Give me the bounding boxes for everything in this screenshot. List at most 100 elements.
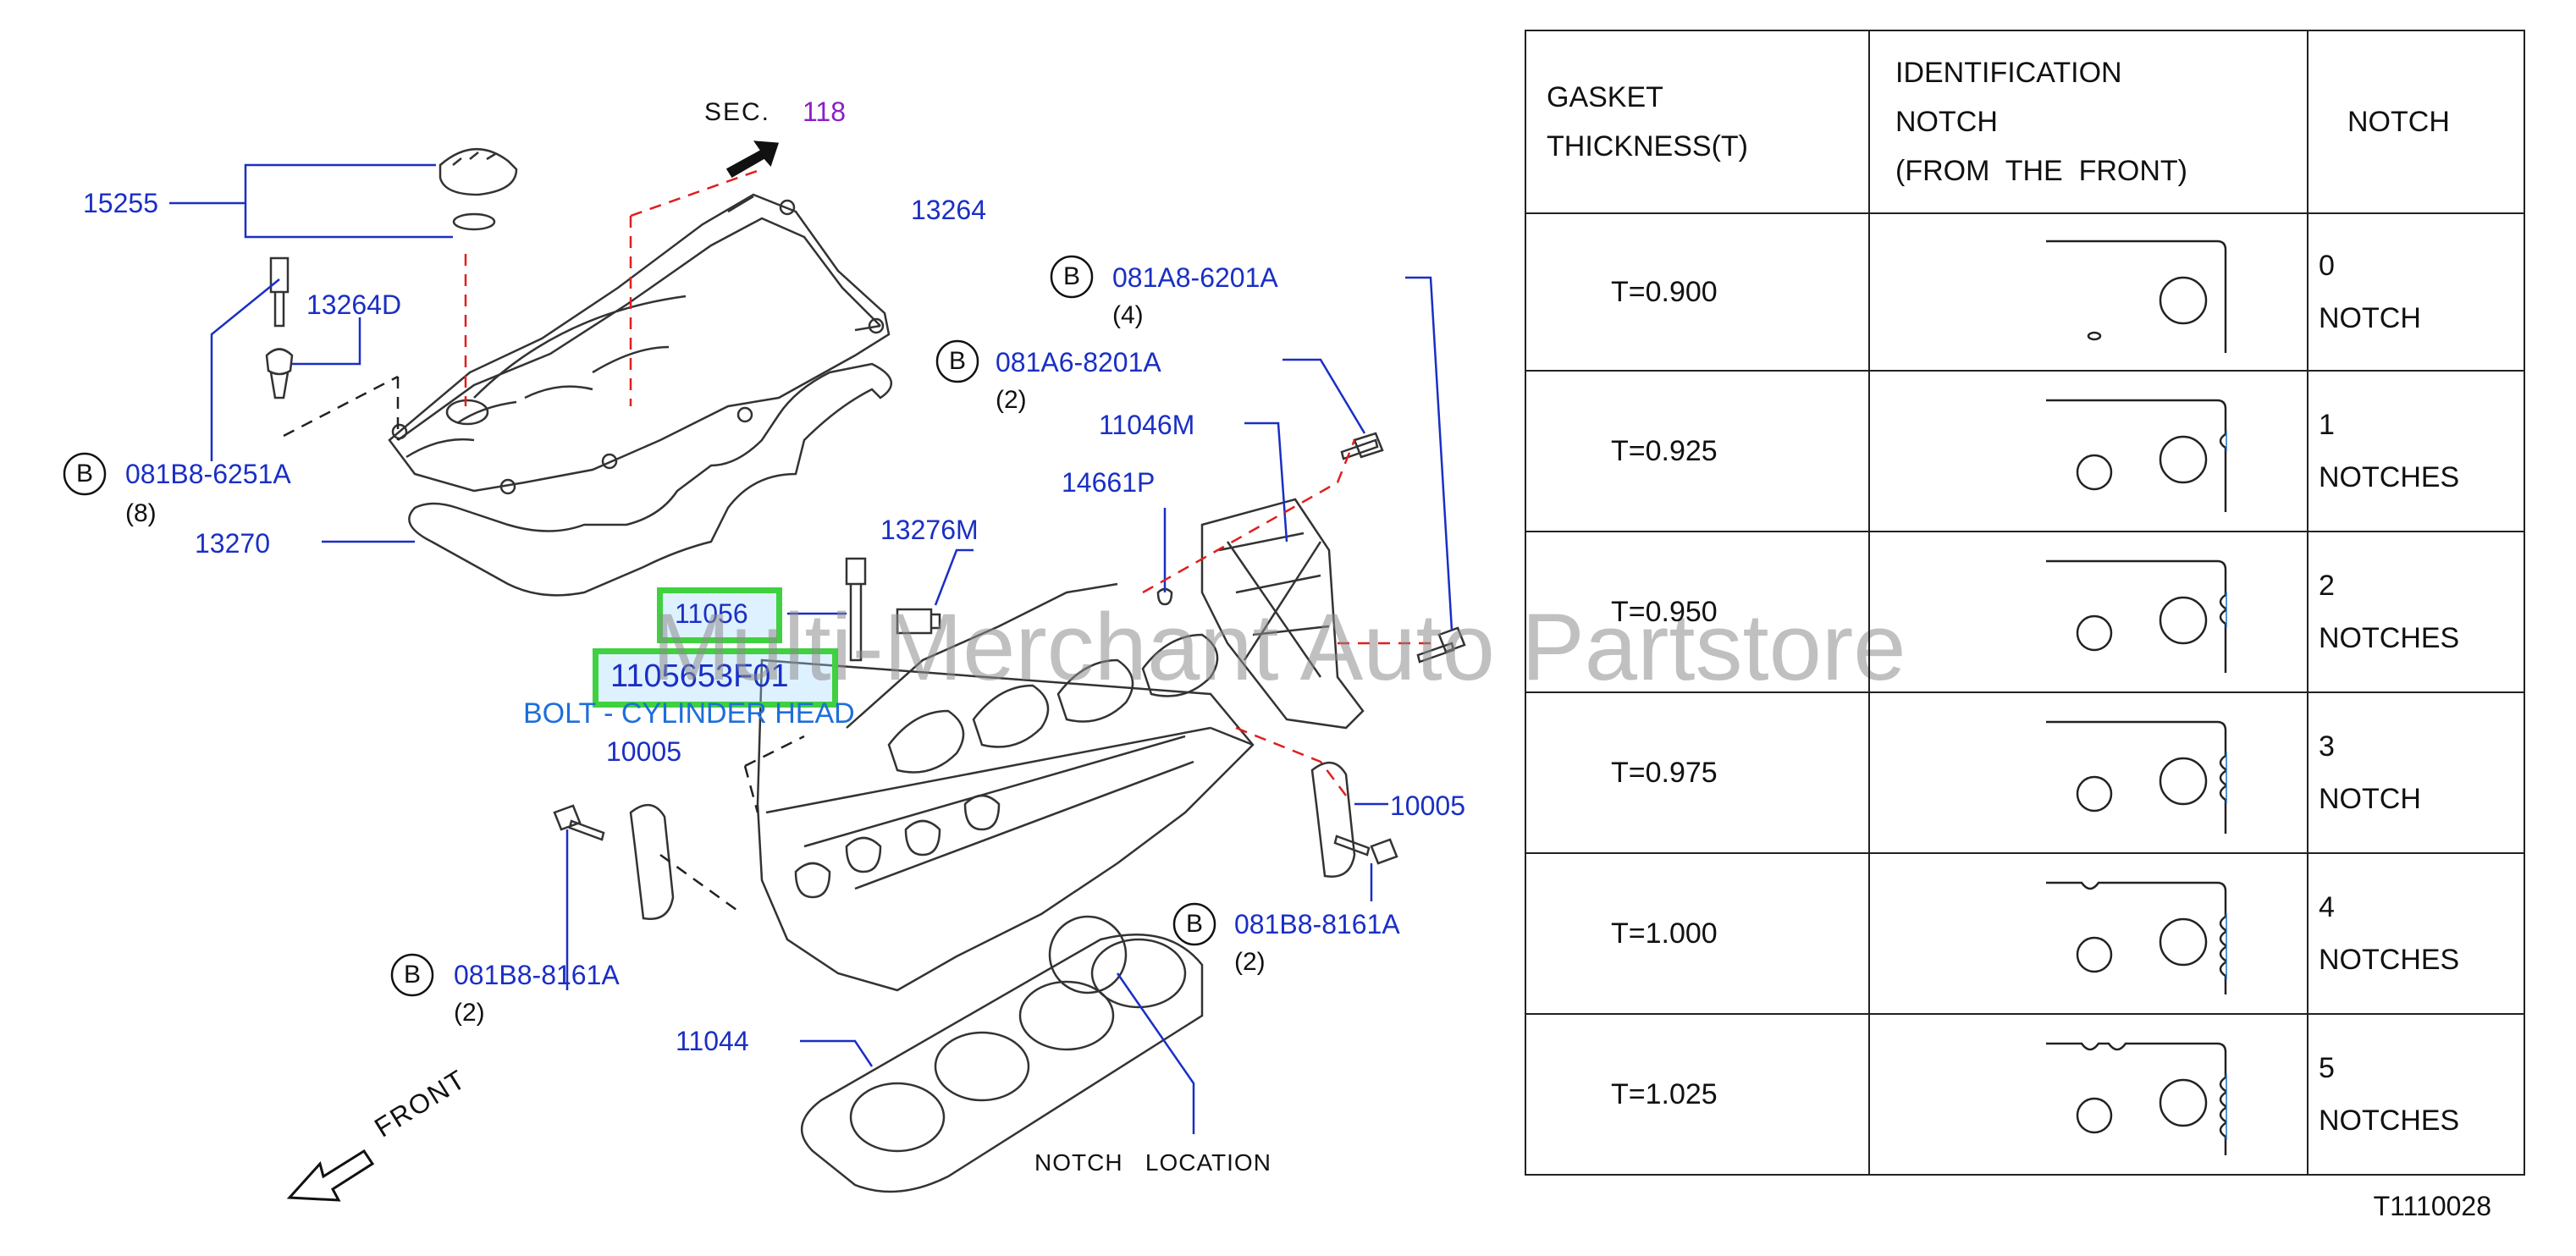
reference-code: T1110028 <box>2373 1191 2491 1221</box>
cylinder-bore <box>2159 757 2208 806</box>
gasket-thickness-cell: T=0.950 <box>1525 531 1870 693</box>
gasket-outline <box>2046 240 2227 353</box>
notch-count-text: 0 <box>2319 250 2335 282</box>
notch-identification-cell <box>1868 691 2308 854</box>
notch-count-text: NOTCHES <box>2319 1105 2460 1137</box>
notch-count-text: 2 <box>2319 570 2335 602</box>
b-marker: B <box>949 347 968 375</box>
notch-count-text: NOTCHES <box>2319 461 2460 493</box>
cylinder-bore <box>2159 435 2208 484</box>
notch-diagram-icon <box>2046 559 2227 673</box>
diagram-drawing <box>63 140 1466 1202</box>
header-identification-notch: IDENTIFICATION NOTCH (FROM THE FRONT) <box>1868 30 2308 214</box>
oil-hole <box>2076 454 2113 491</box>
cylinder-bore <box>2159 276 2208 325</box>
gasket-thickness-cell: T=0.900 <box>1525 212 1870 372</box>
gasket-thickness-cell: T=0.975 <box>1525 691 1870 854</box>
section-arrow-icon <box>725 140 780 179</box>
notch-count-text: 1 <box>2319 409 2335 441</box>
notch-count-text: NOTCH <box>2319 783 2421 815</box>
gasket-outline <box>2046 881 2227 994</box>
part-13264[interactable]: 13264 <box>911 195 986 225</box>
cylinder-head-drawing <box>756 582 1255 992</box>
notch-identification-cell <box>1868 531 2308 693</box>
part-10005-right[interactable]: 10005 <box>1390 791 1465 821</box>
gasket-outline <box>2046 559 2227 673</box>
cylinder-bore <box>2159 596 2208 645</box>
highlighted-part-number: 1105653F01 <box>610 658 789 694</box>
cylinder-bore <box>2159 1078 2208 1127</box>
header-text: (FROM THE FRONT) <box>1895 155 2187 187</box>
oil-hole <box>2076 614 2113 652</box>
gasket-thickness-cell: T=1.000 <box>1525 852 1870 1015</box>
qty-081a8-6201a: (4) <box>1112 301 1144 329</box>
rocker-cover-gasket-drawing <box>408 362 893 597</box>
header-text: NOTCH <box>1895 106 1998 138</box>
notch-diagram-icon <box>2046 1042 2227 1155</box>
oil-hole <box>2076 936 2113 973</box>
notch-count-text: NOTCH <box>2319 302 2421 334</box>
part-13264d[interactable]: 13264D <box>306 289 402 320</box>
part-14661p[interactable]: 14661P <box>1062 467 1156 498</box>
part-081a8-6201a[interactable]: 081A8-6201A <box>1112 262 1278 293</box>
part-081b8-6251a[interactable]: 081B8-6251A <box>125 459 291 489</box>
highlighted-part-description: BOLT - CYLINDER HEAD <box>523 697 855 730</box>
notch-count-text: NOTCHES <box>2319 944 2460 976</box>
part-10005-left[interactable]: 10005 <box>606 736 681 767</box>
header-notch: NOTCH <box>2307 30 2525 214</box>
notch-count-text: 5 <box>2319 1052 2335 1084</box>
notch-diagram-icon <box>2046 720 2227 834</box>
notch-diagram-icon <box>2046 399 2227 512</box>
part-11046m[interactable]: 11046M <box>1099 410 1195 440</box>
part-13270[interactable]: 13270 <box>195 528 270 559</box>
header-text: GASKET <box>1547 81 1663 113</box>
qty-081b8-8161a-right: (2) <box>1234 948 1266 976</box>
cylinder-bore <box>2159 917 2208 967</box>
notch-diagram-icon <box>2046 881 2227 994</box>
section-label: SEC. <box>704 98 771 126</box>
qty-081a6-8201a: (2) <box>996 386 1027 414</box>
b-marker: B <box>1186 910 1205 938</box>
part-11044[interactable]: 11044 <box>676 1026 749 1056</box>
oil-filler-cap-drawing <box>439 148 518 231</box>
exploded-parts-diagram: SEC. 118 B B B B B 15255 13264 13264D 08… <box>63 96 1466 1202</box>
notch-identification-cell <box>1868 370 2308 532</box>
header-text: IDENTIFICATION <box>1895 57 2122 89</box>
gasket-outline <box>2046 1042 2227 1155</box>
notch-count-text: NOTCHES <box>2319 622 2460 654</box>
gasket-outline <box>2046 399 2227 512</box>
front-arrow-icon <box>286 1149 375 1202</box>
front-cover-drawing <box>1200 498 1365 730</box>
part-081a6-8201a[interactable]: 081A6-8201A <box>996 347 1161 377</box>
oil-hole <box>2076 1097 2113 1134</box>
gasket-thickness-table: GASKET THICKNESS(T) IDENTIFICATION NOTCH… <box>1525 30 2525 1176</box>
part-13276m[interactable]: 13276M <box>880 515 979 545</box>
oil-hole <box>2087 331 2102 341</box>
notch-count-text: 4 <box>2319 891 2335 923</box>
gasket-outline <box>2046 720 2227 834</box>
notch-identification-cell <box>1868 852 2308 1015</box>
section-number-link[interactable]: 118 <box>803 96 847 127</box>
qty-081b8-8161a-left: (2) <box>454 999 485 1027</box>
header-gasket-thickness: GASKET THICKNESS(T) <box>1525 30 1870 214</box>
head-gasket-drawing <box>800 915 1204 1193</box>
qty-081b8-6251a: (8) <box>125 499 157 527</box>
part-081b8-8161a-right[interactable]: 081B8-8161A <box>1234 909 1400 939</box>
header-text: THICKNESS(T) <box>1547 130 1748 163</box>
highlighted-part-number-box[interactable]: 1105653F01 <box>593 648 838 708</box>
highlighted-part-11056[interactable]: 11056 <box>657 587 782 643</box>
b-marker: B <box>1063 262 1082 290</box>
gasket-thickness-cell: T=1.025 <box>1525 1013 1870 1176</box>
notch-identification-cell <box>1868 212 2308 372</box>
part-081b8-8161a-left[interactable]: 081B8-8161A <box>454 960 620 990</box>
part-15255[interactable]: 15255 <box>83 188 158 218</box>
